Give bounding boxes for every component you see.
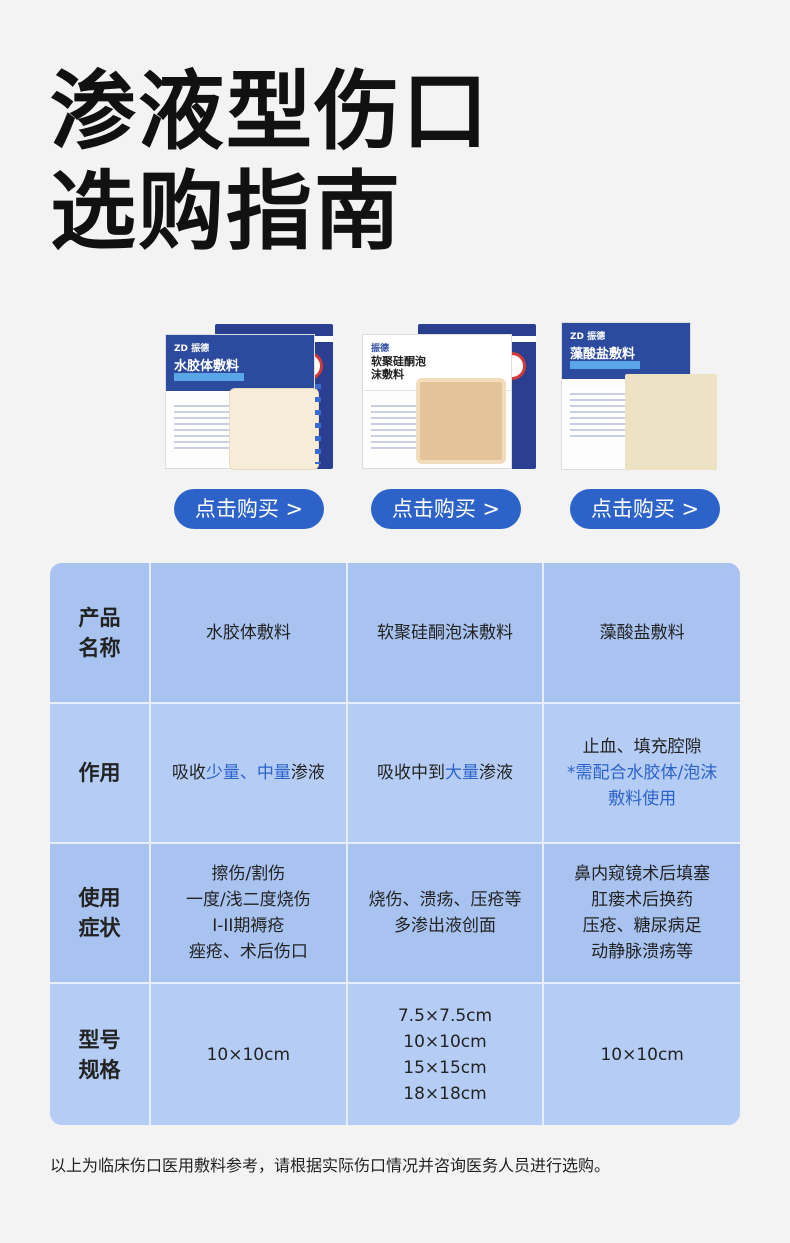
- cell-text: 渗液: [290, 763, 325, 783]
- row-header: 型号规格: [50, 982, 151, 1125]
- dressing-sample-image: [229, 388, 319, 470]
- table-cell: 水胶体敷料: [149, 563, 348, 704]
- cell-text: I-II期褥疮: [212, 916, 285, 936]
- cell-text: 鼻内窥镜术后填塞: [574, 864, 711, 884]
- row-header-text: 产品: [78, 605, 121, 630]
- dressing-dots: [315, 384, 321, 464]
- cell-text: 水胶体敷料: [205, 622, 291, 643]
- cell-text: 吸收中到: [376, 763, 445, 783]
- brand-logo: ZD 振德: [174, 344, 210, 354]
- brand-logo: 振德: [371, 344, 390, 354]
- product-box-name: 水胶体敷料: [174, 359, 240, 374]
- cell-text: 软聚硅酮泡沫敷料: [376, 622, 513, 643]
- buy-button-silicone-foam[interactable]: 点击购买 >: [371, 489, 521, 529]
- cell-text: 10×10cm: [403, 1031, 487, 1052]
- product-hydrocolloid: ZD 振德 水胶体敷料 点击购买 >: [163, 322, 333, 532]
- table-cell: 软聚硅酮泡沫敷料: [345, 563, 545, 704]
- product-box-name: 藻酸盐敷料: [570, 347, 636, 362]
- dressing-sample-image: [625, 374, 717, 470]
- row-header: 作用: [50, 702, 151, 844]
- table-row: 产品名称 水胶体敷料 软聚硅酮泡沫敷料 藻酸盐敷料: [50, 563, 740, 704]
- table-cell: 鼻内窥镜术后填塞肛瘘术后换药压疮、糖尿病足动静脉溃疡等: [542, 842, 740, 984]
- table-cell: 擦伤/割伤一度/浅二度烧伤 I-II期褥疮痤疮、术后伤口: [149, 842, 348, 984]
- table-row: 作用吸收少量、中量渗液吸收中到大量渗液止血、填充腔隙*需配合水胶体/泡沫敷料使用: [50, 702, 740, 844]
- cell-text: 压疮、糖尿病足: [582, 916, 702, 936]
- highlight-text: 大量: [444, 763, 479, 783]
- row-header-text: 作用: [78, 761, 121, 785]
- cell-text: 痤疮、术后伤口: [188, 942, 308, 962]
- table-cell: 吸收中到大量渗液: [345, 702, 545, 844]
- table-cell: 藻酸盐敷料: [542, 563, 740, 704]
- cell-text: 止血、填充腔隙: [582, 737, 702, 757]
- cell-text: 肛瘘术后换药: [591, 890, 694, 910]
- highlight-text: 少量、中量: [205, 763, 291, 783]
- product-alginate: ZD 振德 藻酸盐敷料 点击购买 >: [559, 322, 729, 532]
- cell-text: 10×10cm: [206, 1044, 291, 1065]
- buy-button-hydrocolloid[interactable]: 点击购买 >: [174, 489, 324, 529]
- cell-text: 多渗出液创面: [393, 916, 496, 936]
- cell-text: 吸收: [171, 763, 206, 783]
- table-cell: 吸收少量、中量渗液: [149, 702, 348, 844]
- title-line-2: 选购指南: [50, 162, 402, 262]
- buy-button-alginate[interactable]: 点击购买 >: [570, 489, 720, 529]
- product-gallery: ZD 振德 水胶体敷料 点击购买 > 振德 软聚硅酮泡沫敷料 点击购买 > ZD…: [0, 322, 790, 532]
- footnote: 以上为临床伤口医用敷料参考，请根据实际伤口情况并咨询医务人员进行选购。: [50, 1156, 611, 1175]
- table-row: 使用症状 擦伤/割伤一度/浅二度烧伤 I-II期褥疮痤疮、术后伤口 烧伤、溃疡、压疮等…: [50, 842, 740, 984]
- page-title: 渗液型伤口 选购指南: [50, 62, 490, 262]
- cell-text: 渗液: [478, 763, 513, 783]
- dressing-sample-image: [416, 378, 506, 464]
- cell-text: 藻酸盐敷料: [599, 622, 685, 643]
- row-header: 产品名称: [50, 563, 151, 704]
- table-cell: 10×10cm: [149, 982, 348, 1125]
- product-silicone-foam: 振德 软聚硅酮泡沫敷料 点击购买 >: [360, 322, 536, 532]
- table-cell: 7.5×7.5cm 10×10cm 15×15cm 18×18cm: [345, 982, 545, 1125]
- table-cell: 10×10cm: [542, 982, 740, 1125]
- comparison-table: 产品名称水胶体敷料软聚硅酮泡沫敷料藻酸盐敷料作用吸收少量、中量渗液吸收中到大量渗…: [50, 563, 740, 1125]
- table-cell: 止血、填充腔隙 *需配合水胶体/泡沫敷料使用: [542, 702, 740, 844]
- highlight-text: *需配合水胶体/泡沫: [567, 763, 718, 783]
- cell-text: 7.5×7.5cm: [397, 1005, 493, 1026]
- cell-text: 10×10cm: [600, 1044, 684, 1065]
- cell-text: 一度/浅二度烧伤: [185, 890, 311, 910]
- table-cell: 烧伤、溃疡、压疮等多渗出液创面: [345, 842, 545, 984]
- title-line-1: 渗液型伤口: [50, 62, 490, 162]
- row-header-text: 名称: [78, 635, 121, 660]
- cell-text: 18×18cm: [403, 1083, 487, 1104]
- cell-text: 动静脉溃疡等: [591, 942, 694, 962]
- highlight-text: 敷料使用: [608, 789, 677, 809]
- cell-text: 15×15cm: [403, 1057, 487, 1078]
- cell-text: 烧伤、溃疡、压疮等: [368, 890, 522, 910]
- row-header-text: 症状: [78, 916, 121, 940]
- brand-logo: ZD 振德: [570, 332, 606, 342]
- row-header-text: 使用: [78, 886, 121, 910]
- table-row: 型号规格 10×10cm 7.5×7.5cm 10×10cm 15×15cm 18×18c…: [50, 982, 740, 1125]
- row-header-text: 型号: [78, 1027, 121, 1052]
- cell-text: 擦伤/割伤: [211, 864, 286, 884]
- row-header-text: 规格: [78, 1057, 121, 1082]
- product-box-name: 软聚硅酮泡沫敷料: [371, 355, 426, 381]
- row-header: 使用症状: [50, 842, 151, 984]
